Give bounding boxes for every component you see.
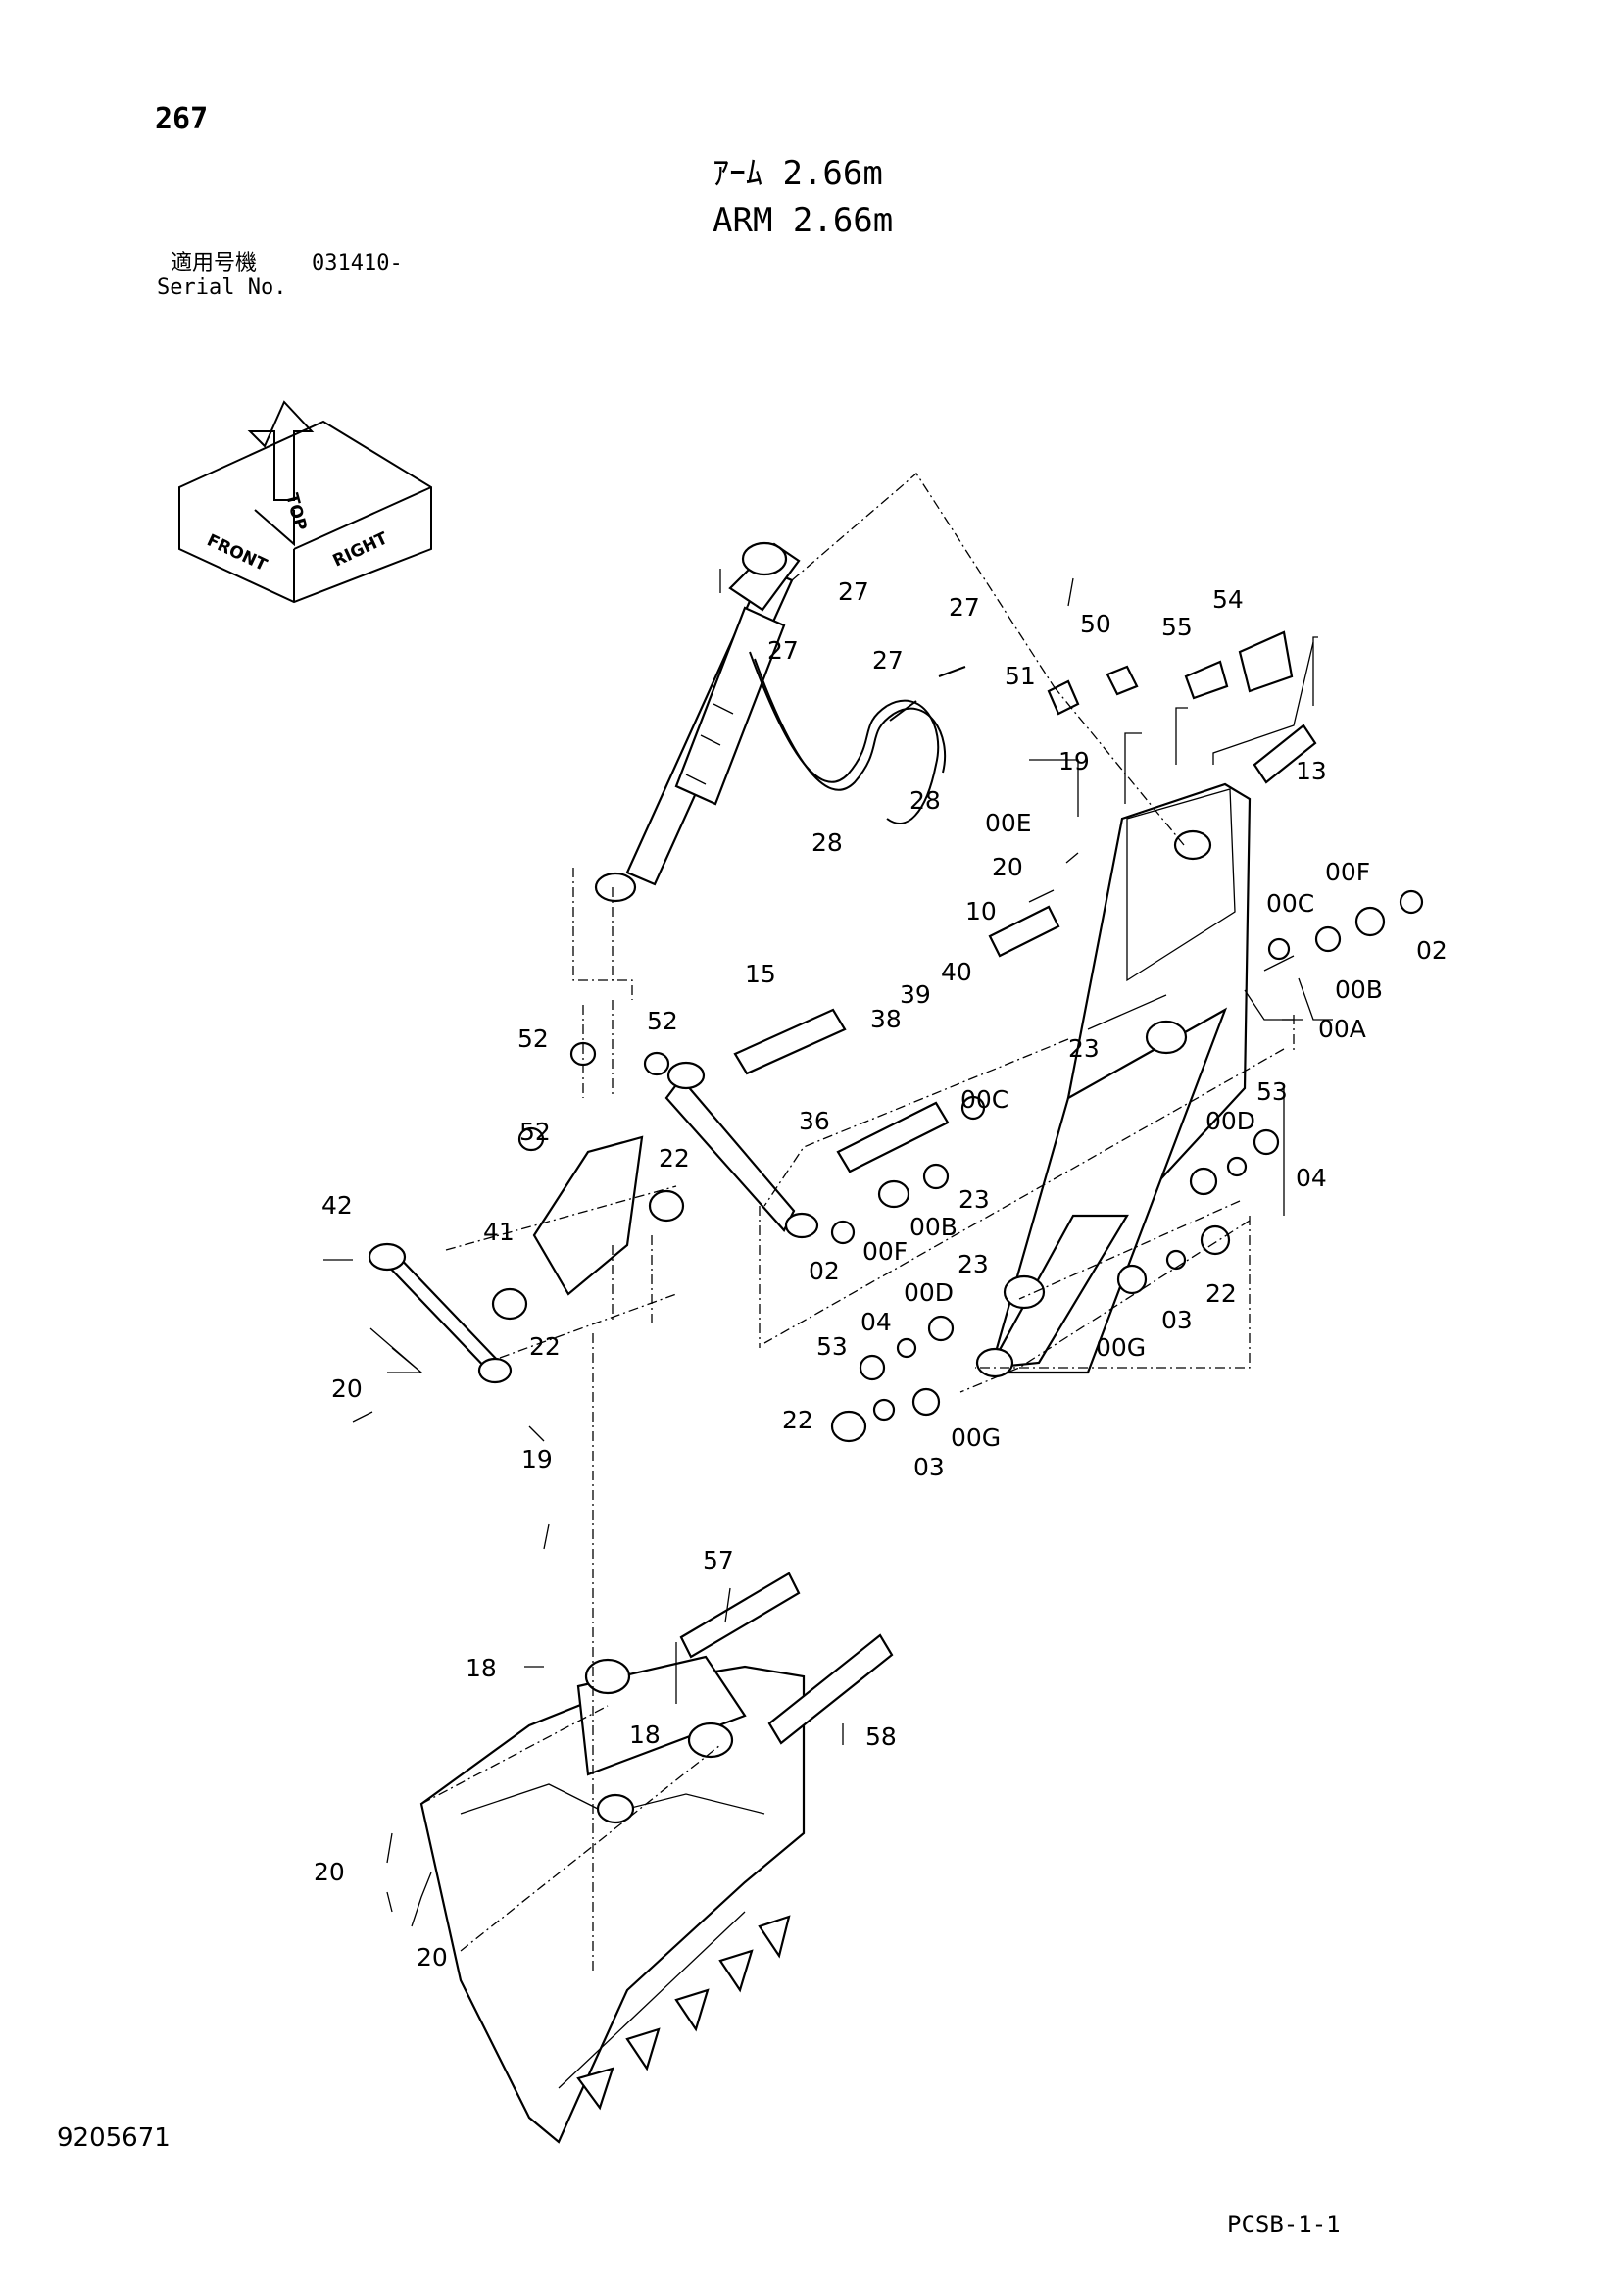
callout-label: 00F bbox=[862, 1237, 908, 1266]
links-and-pins bbox=[368, 724, 1317, 1384]
callout-label: 19 bbox=[1058, 747, 1090, 775]
callout-label: 28 bbox=[811, 828, 843, 857]
arm-cylinder bbox=[594, 541, 801, 903]
callout-label: 51 bbox=[1005, 662, 1036, 690]
callout-label: 36 bbox=[799, 1107, 830, 1135]
callout-label: 40 bbox=[941, 958, 972, 986]
callout-label: 23 bbox=[1068, 1034, 1100, 1063]
callout-label: 28 bbox=[909, 786, 941, 815]
callout-label: 04 bbox=[1296, 1164, 1327, 1192]
callout-label: 27 bbox=[838, 577, 869, 606]
callout-label: 52 bbox=[519, 1118, 551, 1146]
title-japanese: ｱｰﾑ 2.66m bbox=[713, 154, 883, 193]
callout-label: 41 bbox=[483, 1218, 515, 1246]
document-number: 9205671 bbox=[57, 2123, 171, 2153]
callout-label: 53 bbox=[1256, 1077, 1288, 1106]
callout-label: 00G bbox=[951, 1423, 1001, 1452]
callout-label: 00A bbox=[1318, 1015, 1366, 1043]
page-number: 267 bbox=[155, 102, 209, 136]
arm-body bbox=[975, 782, 1252, 1378]
callout-label: 00B bbox=[1335, 975, 1383, 1004]
orientation-front: FRONT bbox=[204, 530, 270, 575]
callout-label: 00D bbox=[904, 1278, 954, 1307]
callout-label: 00B bbox=[909, 1213, 958, 1241]
callout-label: 18 bbox=[629, 1721, 661, 1749]
callout-label: 42 bbox=[321, 1191, 353, 1220]
callout-label: 22 bbox=[782, 1406, 813, 1434]
callout-label: 00C bbox=[960, 1085, 1008, 1114]
callout-label: 00E bbox=[985, 809, 1032, 837]
callout-label: 20 bbox=[331, 1374, 363, 1403]
callout-label: 10 bbox=[965, 897, 997, 925]
callout-label: 23 bbox=[958, 1250, 989, 1278]
callout-label: 02 bbox=[1416, 936, 1448, 965]
serial-label: Serial No. bbox=[157, 275, 287, 300]
leader-lines bbox=[323, 473, 1333, 1971]
orientation-right: RIGHT bbox=[330, 528, 391, 571]
callout-label: 00D bbox=[1205, 1107, 1255, 1135]
callout-label: 55 bbox=[1161, 613, 1193, 641]
callout-label: 00C bbox=[1266, 889, 1314, 918]
callout-labels: 27 27 27 27 28 28 50 51 54 55 13 19 00E … bbox=[314, 577, 1448, 1972]
title-english: ARM 2.66m bbox=[713, 201, 894, 240]
serial-label-japanese: 適用号機 bbox=[171, 251, 258, 275]
catalog-code: PCSB-1-1 bbox=[1227, 2211, 1341, 2238]
callout-label: 15 bbox=[745, 960, 776, 988]
callout-label: 03 bbox=[913, 1453, 945, 1481]
callout-label: 39 bbox=[900, 980, 931, 1009]
callout-label: 52 bbox=[647, 1007, 678, 1035]
callout-label: 52 bbox=[517, 1024, 549, 1053]
callout-label: 19 bbox=[521, 1445, 553, 1473]
hoses bbox=[749, 651, 966, 824]
callout-label: 03 bbox=[1161, 1306, 1193, 1334]
callout-label: 22 bbox=[529, 1332, 561, 1361]
callout-label: 57 bbox=[703, 1546, 734, 1574]
callout-label: 00F bbox=[1325, 858, 1370, 886]
callout-label: 54 bbox=[1212, 585, 1244, 614]
orientation-symbol: TOP FRONT RIGHT bbox=[178, 400, 432, 604]
callout-label: 00G bbox=[1096, 1333, 1146, 1362]
callout-label: 27 bbox=[949, 593, 980, 622]
callout-label: 58 bbox=[865, 1722, 897, 1751]
callout-label: 53 bbox=[816, 1332, 848, 1361]
callout-label: 18 bbox=[466, 1654, 497, 1682]
callout-label: 22 bbox=[1205, 1279, 1237, 1308]
serial-range: 031410- bbox=[312, 251, 403, 275]
callout-label: 20 bbox=[992, 853, 1023, 881]
callout-label: 20 bbox=[417, 1943, 448, 1972]
callout-label: 04 bbox=[860, 1308, 892, 1336]
callout-label: 13 bbox=[1296, 757, 1327, 785]
callout-label: 27 bbox=[872, 646, 904, 674]
callout-label: 22 bbox=[659, 1144, 690, 1173]
callout-label: 02 bbox=[809, 1257, 840, 1285]
callout-label: 20 bbox=[314, 1858, 345, 1886]
callout-label: 23 bbox=[958, 1185, 990, 1214]
orientation-top: TOP bbox=[281, 491, 310, 532]
callout-label: 50 bbox=[1080, 610, 1111, 638]
callout-label: 27 bbox=[767, 636, 799, 665]
callout-label: 38 bbox=[870, 1005, 902, 1033]
bucket bbox=[419, 1572, 894, 2144]
